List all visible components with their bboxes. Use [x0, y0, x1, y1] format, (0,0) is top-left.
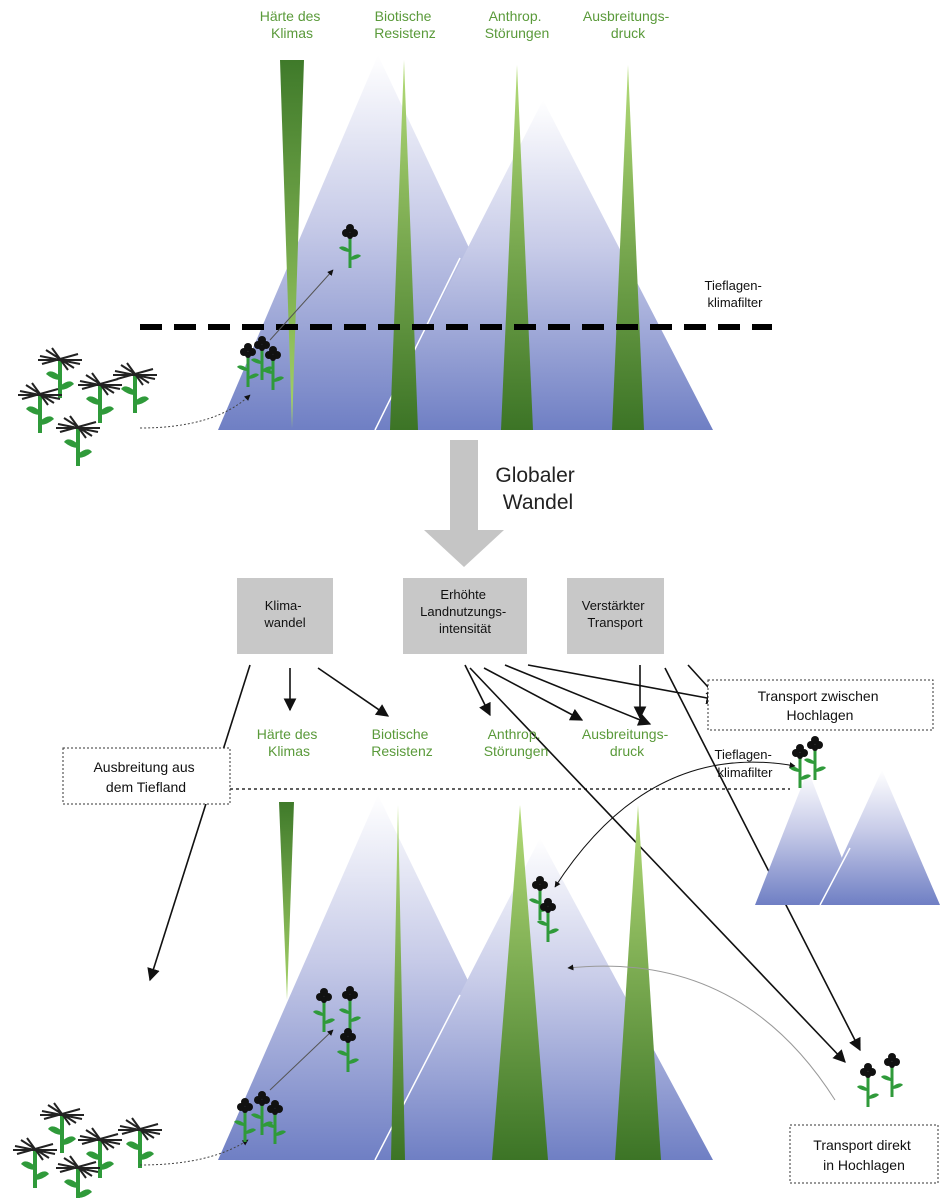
- bottom-lowland-plants: [11, 1101, 164, 1198]
- from-lowland-label: Ausbreitung aus dem Tiefland: [93, 759, 198, 795]
- bottom-filter-biotic-wedge: [391, 805, 405, 1160]
- bottom-dispersal-path-lowland: [139, 1139, 249, 1166]
- top-filter-dispersal-label: Ausbreitungs- druck: [583, 8, 673, 41]
- transport-direct-label: Transport direkt in Hochlagen: [813, 1137, 914, 1173]
- driver-box-land-use: [403, 578, 527, 654]
- top-filter-dispersal-wedge: [612, 65, 644, 430]
- bottom-panel: Härte des Klimas Biotische Resistenz Ant…: [11, 679, 940, 1198]
- global-change-arrow: Globaler Wandel: [424, 440, 580, 567]
- bottom-upslope-arrow: [269, 1029, 334, 1091]
- bottom-filter-disturbance-label: Anthrop. Störungen: [484, 726, 549, 759]
- bottom-filter-disturbance-wedge: [492, 805, 548, 1160]
- top-filter-biotic-label: Biotische Resistenz: [374, 8, 435, 41]
- global-change-label: Globaler Wandel: [495, 464, 580, 514]
- driver-climate-label: Klima- wandel: [263, 598, 305, 630]
- exchange-arrow-highlands: [554, 761, 796, 888]
- top-lowland-filter-label: Tieflagen- klimafilter: [705, 278, 766, 310]
- transport-between-label: Transport zwischen Hochlagen: [758, 688, 883, 723]
- bottom-filter-dispersal-label: Ausbreitungs- druck: [582, 726, 672, 759]
- top-panel: Härte des Klimas Biotische Resistenz Ant…: [16, 8, 772, 468]
- bottom-direct-transport-plants: [855, 1051, 905, 1109]
- driver-boxes: Klima- wandel Erhöhte Landnutzungs- inte…: [237, 578, 664, 654]
- top-upslope-arrow: [269, 269, 334, 341]
- top-filter-climate-wedge: [280, 60, 304, 428]
- from-lowland-box: [62, 747, 231, 805]
- top-dispersal-path-lowland: [139, 394, 251, 429]
- bottom-filter-climate-label: Härte des Klimas: [257, 726, 322, 759]
- top-filter-disturbance-wedge: [501, 65, 533, 430]
- return-arrow-lowland-to-highland: [567, 964, 836, 1101]
- bottom-lowland-filter-label: Tieflagen- klimafilter: [715, 747, 776, 780]
- bottom-filter-climate-wedge: [279, 802, 294, 1000]
- bottom-highland-mountains: [755, 770, 940, 906]
- bottom-filter-dispersal-wedge: [615, 805, 661, 1160]
- driver-box-transport: [567, 578, 664, 654]
- transport-direct-box: [789, 1124, 939, 1184]
- bottom-filter-biotic-label: Biotische Resistenz: [371, 726, 432, 759]
- driver-land-use-label: Erhöhte Landnutzungs- intensität: [420, 587, 510, 636]
- top-filter-disturbance-label: Anthrop. Störungen: [485, 8, 550, 41]
- driver-box-climate: [237, 578, 333, 654]
- top-lowland-plants: [16, 346, 159, 468]
- driver-transport-label: Verstärkter Transport: [582, 598, 648, 630]
- transport-between-box: [707, 679, 934, 731]
- top-filter-biotic-wedge: [390, 60, 418, 430]
- top-filter-climate-label: Härte des Klimas: [260, 8, 325, 41]
